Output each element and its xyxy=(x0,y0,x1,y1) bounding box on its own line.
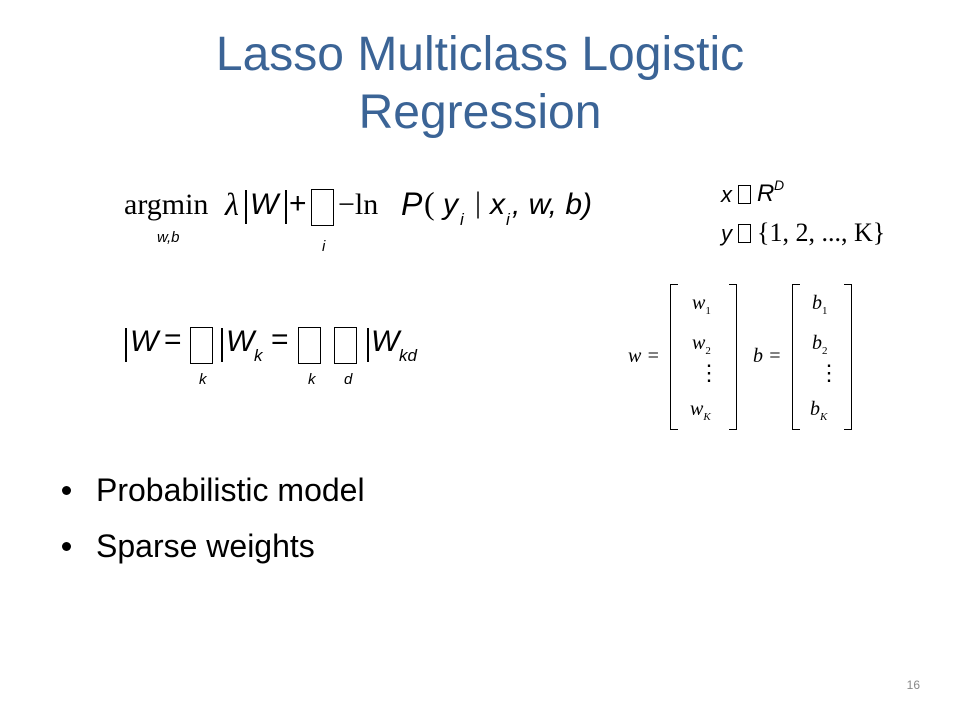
equals-2: = xyxy=(271,323,289,356)
real-space-symbol: R xyxy=(757,180,775,207)
w2-entry: w2 xyxy=(692,332,711,357)
summation-glyph-box xyxy=(311,189,334,226)
sum-d-glyph-box xyxy=(334,327,357,364)
params-close: , w, b) xyxy=(512,188,593,221)
bullet-item: Sparse weights xyxy=(62,518,365,574)
y-domain-symbol: y xyxy=(721,221,732,246)
element-of-glyph-box-2 xyxy=(738,224,751,243)
w1-entry: w1 xyxy=(692,292,711,317)
plus-sign: + xyxy=(289,187,307,220)
w-vector-label: w = xyxy=(628,345,660,367)
lambda-symbol: λ xyxy=(225,186,239,222)
bK-entry: bK xyxy=(810,398,828,423)
w-vertical-dots: ⋮ xyxy=(698,360,720,385)
norm-Wk-subscript: k xyxy=(254,346,263,365)
bullet-list: Probabilistic model Sparse weights xyxy=(62,462,365,574)
b1-entry: b1 xyxy=(812,292,828,317)
norm-Wkd-subscript: kd xyxy=(399,346,417,365)
norm-Wk: W xyxy=(226,325,255,358)
b-vertical-dots: ⋮ xyxy=(818,360,840,385)
b2-entry: b2 xyxy=(812,332,828,357)
sum-k-glyph-box-2 xyxy=(298,327,321,364)
weight-matrix-symbol: W xyxy=(250,188,279,221)
sum-d-subscript: d xyxy=(344,371,353,388)
norm-bar-3 xyxy=(367,328,369,362)
norm-bar-1 xyxy=(125,328,127,362)
title-line-2: Regression xyxy=(358,86,602,139)
bullet-dot-icon xyxy=(62,486,71,495)
bullet-dot-icon xyxy=(62,542,71,551)
class-set: {1, 2, ..., K} xyxy=(757,218,886,247)
given-bar: | xyxy=(475,186,482,219)
x-domain-symbol: x xyxy=(721,182,732,207)
slide-title: Lasso Multiclass Logistic Regression xyxy=(80,26,880,142)
open-paren: ( xyxy=(424,185,435,221)
w-bracket-left xyxy=(670,284,678,430)
y-symbol: y xyxy=(443,188,458,221)
bullet-text: Probabilistic model xyxy=(96,472,365,508)
y-subscript: i xyxy=(460,210,464,229)
probability-symbol: P xyxy=(401,186,423,222)
equals-1: = xyxy=(164,323,182,356)
norm-W: W xyxy=(130,325,159,358)
real-space-superscript: D xyxy=(774,177,785,193)
b-bracket-right xyxy=(844,284,852,430)
x-subscript: i xyxy=(506,210,510,229)
minus-ln: −ln xyxy=(338,188,379,221)
argmin-subscript: w,b xyxy=(157,229,180,246)
w-bracket-right xyxy=(729,284,737,430)
norm-Wkd: W xyxy=(371,325,400,358)
norm-bar-left xyxy=(245,190,247,224)
element-of-glyph-box xyxy=(738,185,751,204)
argmin-operator: argmin xyxy=(124,188,209,221)
summation-subscript: i xyxy=(322,238,326,255)
sum-k-subscript: k xyxy=(199,371,207,388)
sum-k-glyph-box xyxy=(190,327,213,364)
norm-bar-2 xyxy=(221,328,223,362)
norm-bar-right xyxy=(285,190,287,224)
x-symbol: x xyxy=(490,188,505,221)
b-bracket-left xyxy=(792,284,800,430)
sum-k-subscript-2: k xyxy=(308,371,316,388)
title-line-1: Lasso Multiclass Logistic xyxy=(215,28,745,81)
bullet-text: Sparse weights xyxy=(96,528,315,564)
bullet-item: Probabilistic model xyxy=(62,462,365,518)
wK-entry: wK xyxy=(690,398,711,423)
page-number: 16 xyxy=(906,678,920,692)
b-vector-label: b = xyxy=(753,345,782,367)
